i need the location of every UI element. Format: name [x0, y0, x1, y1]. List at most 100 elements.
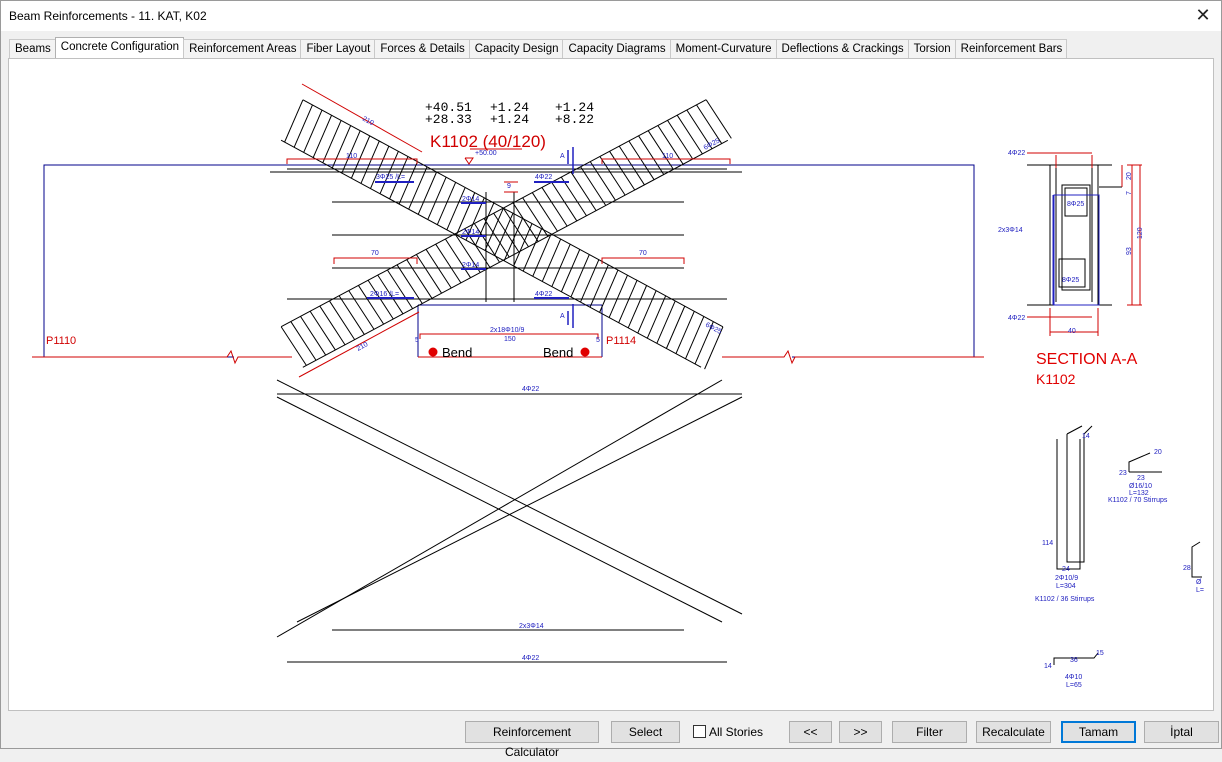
right-ext-5: 5 — [596, 337, 600, 344]
cage-stirrup — [551, 244, 571, 287]
cage-stirrup — [638, 135, 665, 175]
dim-70-right: 70 — [639, 250, 647, 257]
top-left-ext: 110 — [346, 153, 357, 160]
diag-length-tl: 210 — [361, 116, 375, 128]
tab-reinforcement-bars[interactable]: Reinforcement Bars — [954, 39, 1068, 59]
stirrup-a-dim-c: 24 — [1062, 566, 1070, 573]
tab-reinforcement-areas[interactable]: Reinforcement Areas — [183, 39, 302, 59]
cage-stirrup — [331, 125, 352, 169]
stirrup-b-dim-a: 20 — [1154, 449, 1162, 456]
tab-capacity-design[interactable]: Capacity Design — [468, 39, 564, 59]
checkbox-icon[interactable] — [693, 725, 706, 738]
cage-stirrup — [618, 145, 645, 186]
tab-fiber-layout[interactable]: Fiber Layout — [300, 39, 376, 59]
diag-bars-bot-label: 2Φ16 /L= — [370, 291, 399, 298]
tab-concrete-configuration[interactable]: Concrete Configuration — [54, 37, 185, 59]
cage-stirrup — [329, 300, 356, 340]
stirrup-a-len: L=304 — [1056, 583, 1076, 590]
tab-capacity-diagrams[interactable]: Capacity Diagrams — [562, 39, 671, 59]
diag-length-bl: 210 — [356, 341, 370, 353]
cage-stirrup — [377, 274, 404, 315]
cage-stirrup — [665, 305, 686, 349]
cage-stirrup — [303, 109, 323, 153]
bend-label-right: Bend — [543, 345, 573, 360]
skin-bars-2: 2Φ14 — [462, 229, 479, 236]
tab-torsion[interactable]: Torsion — [907, 39, 956, 59]
cage-stirrup — [454, 233, 481, 273]
cage-stirrup — [293, 104, 313, 148]
section-skin-bars: 2x3Φ14 — [998, 227, 1023, 234]
partial-len: L= — [1196, 587, 1204, 594]
cage-stirrup — [541, 238, 562, 282]
drawing-canvas[interactable]: +40.51 +1.24 +1.24 +28.33 +1.24 +8.22 K1… — [8, 58, 1214, 711]
cage-stirrup — [284, 99, 304, 143]
cage-stirrup — [513, 223, 533, 267]
cage-stirrup — [280, 326, 307, 366]
cage-stirrup — [425, 249, 452, 289]
longitudinal-bars — [270, 168, 743, 663]
dim-9: 9 — [507, 183, 511, 190]
top-right-ext: 110 — [662, 153, 673, 160]
section-top-bars: 4Φ22 — [1008, 150, 1025, 157]
all-stories-label: All Stories — [709, 725, 764, 739]
diag-length-br: 6Φ25 — [704, 322, 723, 336]
cage-stirrup — [444, 238, 471, 278]
ok-button[interactable]: Tamam — [1061, 721, 1136, 743]
partial-dim: 28 — [1183, 565, 1191, 572]
cage-stirrup — [685, 316, 705, 360]
tab-moment-curvature[interactable]: Moment-Curvature — [669, 39, 777, 59]
cage-stirrup — [493, 212, 520, 253]
elevation-label: +50.00 — [475, 150, 497, 157]
moment-bot-right: +8.22 — [555, 112, 594, 127]
cage-stirrup — [580, 166, 607, 206]
tab-forces-details[interactable]: Forces & Details — [374, 39, 470, 59]
cage-stirrup — [532, 233, 552, 277]
recalculate-button[interactable]: Recalculate — [976, 721, 1051, 743]
tie-dim-b: 36 — [1070, 657, 1078, 664]
tab-deflections-crackings[interactable]: Deflections & Crackings — [775, 39, 909, 59]
section-dim-7: 7 — [1126, 191, 1133, 195]
close-icon[interactable]: ✕ — [1195, 5, 1211, 25]
previous-button[interactable]: << — [789, 721, 832, 743]
section-width: 40 — [1068, 328, 1076, 335]
cage-stirrup — [436, 182, 457, 225]
cage-stirrup — [704, 326, 724, 370]
cage-stirrup — [599, 269, 619, 313]
stirrup-spec: 2x18Φ10/9 — [490, 327, 524, 334]
section-height: 120 — [1137, 227, 1144, 239]
filter-button[interactable]: Filter — [892, 721, 967, 743]
cage-stirrup — [522, 197, 549, 237]
cage-stirrup — [348, 290, 375, 330]
bot-bars-label: 4Φ22 — [535, 291, 552, 298]
cage-stirrup — [637, 290, 657, 334]
list-skin-bars: 2x3Φ14 — [519, 623, 544, 630]
reinforcement-calculator-button[interactable]: Reinforcement Calculator — [465, 721, 599, 759]
cage-stirrup — [300, 316, 327, 356]
moment-bot-mid: +1.24 — [490, 112, 529, 127]
cage-stirrup — [406, 259, 433, 299]
cage-stirrup — [483, 218, 510, 258]
cage-stirrup — [435, 243, 462, 284]
cage-stirrup — [370, 145, 390, 189]
cage-stirrup — [379, 151, 399, 194]
skin-bars-3: 2Φ14 — [462, 262, 479, 269]
next-button[interactable]: >> — [839, 721, 882, 743]
diag-length-tr: 6Φ25 — [703, 137, 722, 151]
cage-rail — [302, 99, 724, 328]
stirrup-a-dim-b: 114 — [1042, 540, 1053, 547]
cancel-button[interactable]: İptal — [1144, 721, 1219, 743]
tab-beams[interactable]: Beams — [9, 39, 56, 59]
break-lines — [32, 349, 984, 365]
stirrup-a-name: K1102 / 36 Stirrups — [1035, 596, 1095, 603]
select-button[interactable]: Select — [611, 721, 680, 743]
all-stories-checkbox[interactable]: All Stories — [693, 725, 763, 741]
cage-stirrup — [560, 176, 587, 217]
cage-stirrup — [502, 207, 529, 248]
cage-stirrup — [341, 130, 361, 174]
span-dim: 150 — [504, 336, 516, 343]
right-support-label: P1114 — [606, 335, 636, 347]
cage-stirrup — [609, 151, 636, 191]
cage-stirrup — [627, 285, 648, 329]
bend-label-left: Bend — [442, 345, 472, 360]
moment-bot-left: +28.33 — [425, 112, 472, 127]
